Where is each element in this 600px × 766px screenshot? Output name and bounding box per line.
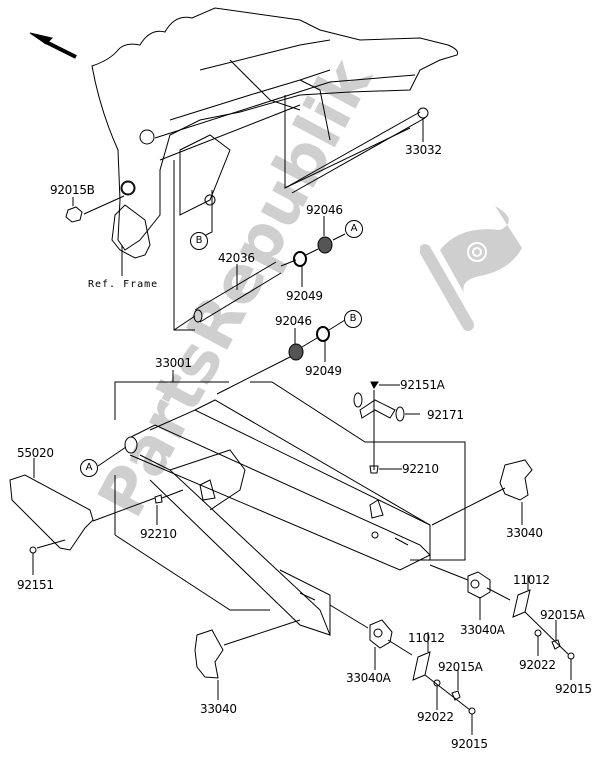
callout-a-left: A <box>80 459 98 477</box>
part-label-92022-right[interactable]: 92022 <box>519 658 556 672</box>
part-label-11012-right[interactable]: 11012 <box>513 573 550 587</box>
callout-b-top: B <box>190 232 208 250</box>
part-label-92151[interactable]: 92151 <box>17 578 54 592</box>
part-label-92210-right[interactable]: 92210 <box>402 462 439 476</box>
part-label-92046-top[interactable]: 92046 <box>306 203 343 217</box>
part-label-33040A-left[interactable]: 33040A <box>346 671 391 685</box>
flag-gear-icon <box>420 206 522 331</box>
part-label-33040-right[interactable]: 33040 <box>506 526 543 540</box>
part-label-11012-left[interactable]: 11012 <box>408 631 445 645</box>
part-label-92015B[interactable]: 92015B <box>50 183 95 197</box>
part-label-92015-left[interactable]: 92015 <box>451 737 488 751</box>
callout-b-mid: B <box>344 310 362 328</box>
part-label-92022-left[interactable]: 92022 <box>417 710 454 724</box>
part-label-33001[interactable]: 33001 <box>155 356 192 370</box>
part-label-42036[interactable]: 42036 <box>218 251 255 265</box>
ref-frame-label: Ref. Frame <box>88 279 159 290</box>
part-label-33040A-right[interactable]: 33040A <box>460 623 505 637</box>
callout-a-top: A <box>345 220 363 238</box>
part-label-92049-mid[interactable]: 92049 <box>305 364 342 378</box>
part-label-55020[interactable]: 55020 <box>17 446 54 460</box>
part-label-92151A[interactable]: 92151A <box>400 378 445 392</box>
part-label-92210-left[interactable]: 92210 <box>140 527 177 541</box>
part-label-92046-mid[interactable]: 92046 <box>275 314 312 328</box>
part-label-33032[interactable]: 33032 <box>405 143 442 157</box>
part-label-92049-top[interactable]: 92049 <box>286 289 323 303</box>
part-label-92015A-right[interactable]: 92015A <box>540 608 585 622</box>
part-label-92015A-left[interactable]: 92015A <box>438 660 483 674</box>
part-label-92015-right[interactable]: 92015 <box>555 682 592 696</box>
front-arrow-icon <box>29 32 77 59</box>
part-label-92171[interactable]: 92171 <box>427 408 464 422</box>
part-label-33040-left[interactable]: 33040 <box>200 702 237 716</box>
